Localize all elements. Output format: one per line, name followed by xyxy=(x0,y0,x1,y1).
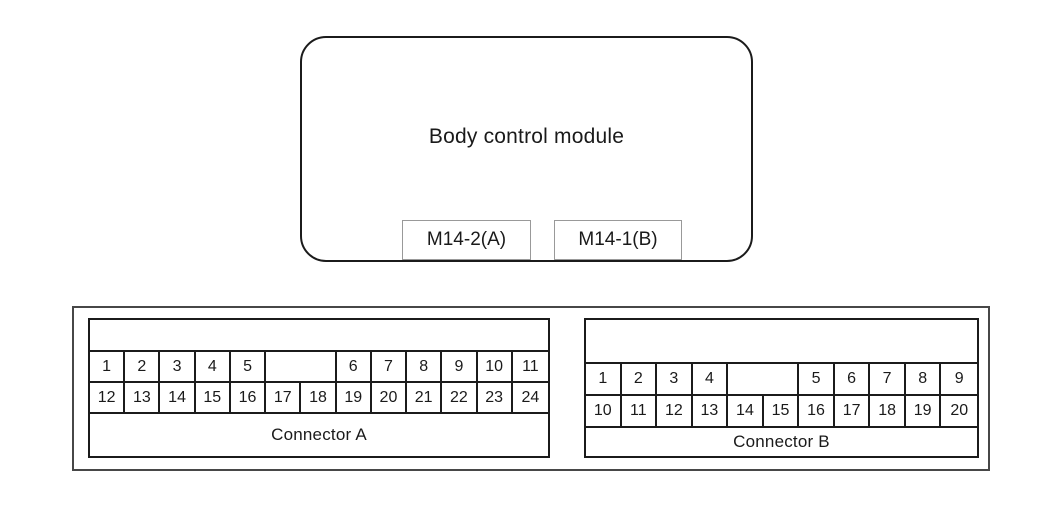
pin-cell-3: 3 xyxy=(160,352,196,383)
pin-cell-12: 12 xyxy=(90,383,126,414)
pin-cell-18: 18 xyxy=(870,396,906,428)
body-control-module-box: Body control module M14-2(A) M14-1(B) xyxy=(300,36,753,262)
pin-cell-14: 14 xyxy=(728,396,764,428)
pin-cell-11: 11 xyxy=(621,396,658,428)
connector-a-top-band xyxy=(90,320,548,352)
pin-cell-14: 14 xyxy=(160,383,196,414)
connector-b-label: Connector B xyxy=(733,432,830,451)
pin-cell-6: 6 xyxy=(336,352,372,383)
pin-cell-23: 23 xyxy=(477,383,513,414)
pin-cell-6: 6 xyxy=(834,364,871,396)
pin-cell-3: 3 xyxy=(657,364,693,396)
pin-cell-5: 5 xyxy=(799,364,835,396)
pin-cell-13: 13 xyxy=(692,396,729,428)
pin-cell-7: 7 xyxy=(371,352,408,383)
pin-cell-19: 19 xyxy=(336,383,372,414)
connector-a-label: Connector A xyxy=(271,425,367,444)
pin-cell-13: 13 xyxy=(125,383,161,414)
pin-cell-1: 1 xyxy=(586,364,622,396)
pin-cell-9: 9 xyxy=(442,352,478,383)
pin-cell-16: 16 xyxy=(799,396,835,428)
pin-cell-10: 10 xyxy=(477,352,513,383)
connector-tag-m14-1b: M14-1(B) xyxy=(554,220,682,260)
pin-gap-cell xyxy=(266,352,337,383)
pin-cell-8: 8 xyxy=(407,352,443,383)
pin-cell-19: 19 xyxy=(905,396,942,428)
pin-cell-16: 16 xyxy=(230,383,267,414)
pin-cell-4: 4 xyxy=(195,352,231,383)
pin-cell-8: 8 xyxy=(905,364,942,396)
pin-cell-17: 17 xyxy=(266,383,302,414)
pin-cell-2: 2 xyxy=(621,364,658,396)
connector-tag-m14-2a: M14-2(A) xyxy=(402,220,531,260)
pin-cell-22: 22 xyxy=(442,383,478,414)
pin-cell-15: 15 xyxy=(763,396,800,428)
pin-cell-15: 15 xyxy=(195,383,231,414)
pin-cell-20: 20 xyxy=(371,383,408,414)
pin-cell-24: 24 xyxy=(512,383,548,414)
pin-cell-17: 17 xyxy=(834,396,871,428)
pin-cell-21: 21 xyxy=(407,383,443,414)
pin-cell-5: 5 xyxy=(230,352,267,383)
pin-cell-2: 2 xyxy=(125,352,161,383)
pin-cell-11: 11 xyxy=(512,352,548,383)
pin-cell-4: 4 xyxy=(692,364,729,396)
pin-cell-20: 20 xyxy=(941,396,977,428)
pin-cell-9: 9 xyxy=(941,364,977,396)
pin-gap-cell xyxy=(728,364,800,396)
pin-cell-10: 10 xyxy=(586,396,622,428)
pin-cell-1: 1 xyxy=(90,352,126,383)
module-title: Body control module xyxy=(428,125,625,148)
pin-cell-18: 18 xyxy=(301,383,337,414)
pin-cell-12: 12 xyxy=(657,396,693,428)
pin-cell-7: 7 xyxy=(870,364,906,396)
connector-b-top-band xyxy=(586,320,977,364)
